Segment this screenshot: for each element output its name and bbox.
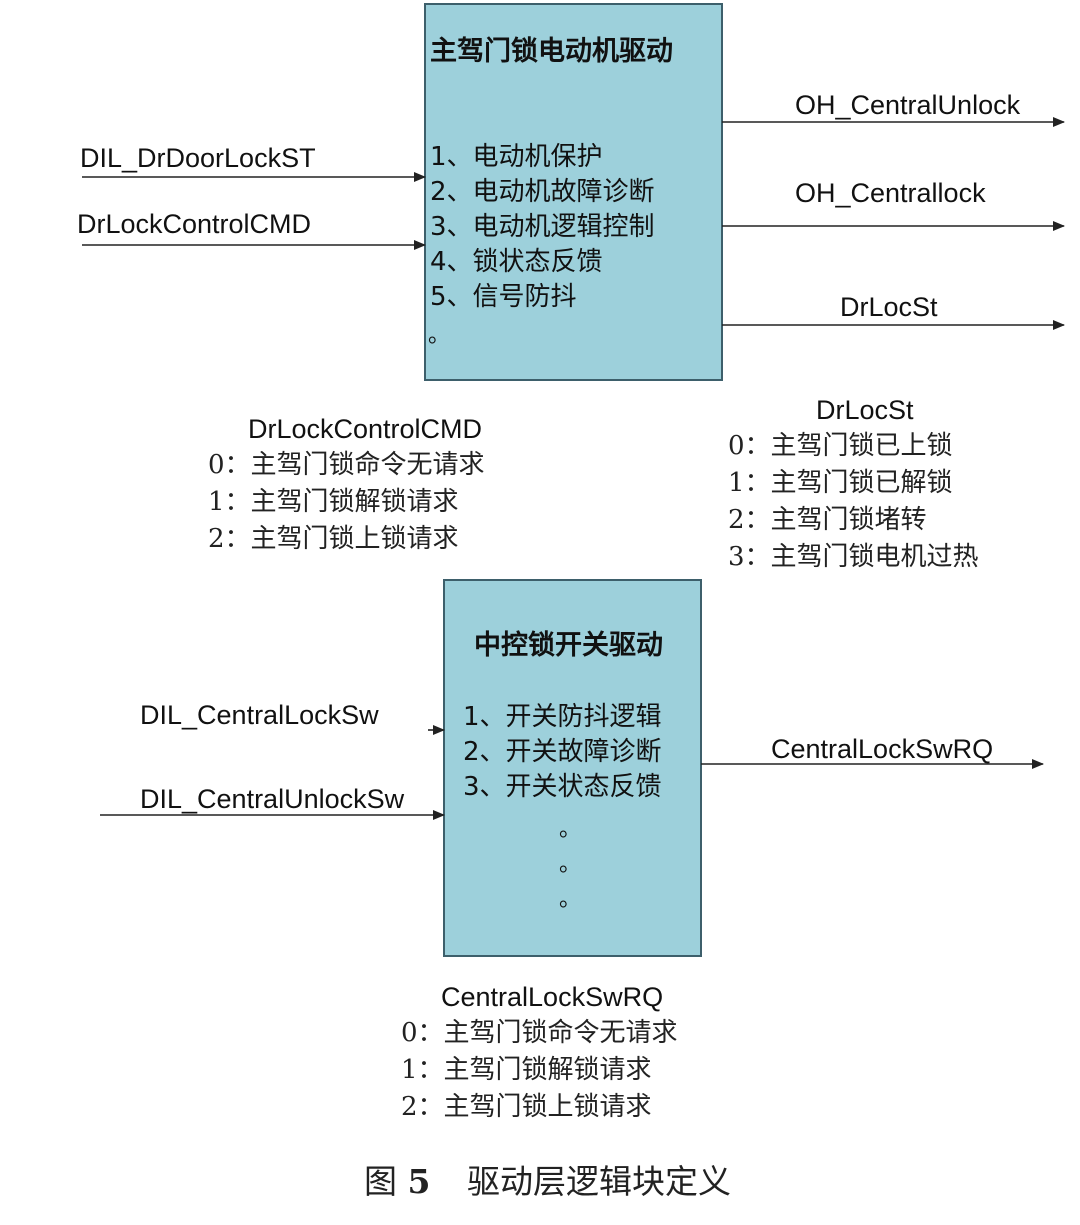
switch-block-title: 中控锁开关驱动 xyxy=(474,630,663,661)
legend-swrq-line-0: 0：主驾门锁命令无请求 xyxy=(401,1018,678,1048)
signal-label-oh-centralunlock: OH_CentralUnlock xyxy=(795,90,1021,120)
legend-cmd-line-2: 2：主驾门锁上锁请求 xyxy=(208,524,459,554)
signal-label-centrallockswrq: CentralLockSwRQ xyxy=(771,734,994,764)
legend-locst-title: DrLocSt xyxy=(816,395,914,425)
legend-swrq-title: CentralLockSwRQ xyxy=(441,982,664,1012)
figure-caption-label: 图 xyxy=(364,1162,397,1201)
motor-block-item-3: 3、电动机逻辑控制 xyxy=(430,212,655,242)
motor-block-item-4: 4、锁状态反馈 xyxy=(430,247,603,277)
motor-block-item-1: 1、电动机保护 xyxy=(430,142,603,172)
motor-block-title: 主驾门锁电动机驱动 xyxy=(430,36,673,67)
signal-label-dil-centralunlocksw: DIL_CentralUnlockSw xyxy=(140,784,405,814)
switch-block-dot-2: 。 xyxy=(559,852,582,877)
legend-locst-line-0: 0：主驾门锁已上锁 xyxy=(728,431,953,461)
legend-locst-line-2: 2：主驾门锁堵转 xyxy=(728,505,927,535)
switch-block-dot-3: 。 xyxy=(559,887,582,912)
figure-caption-number: 5 xyxy=(407,1162,431,1201)
switch-block-dot-1: 。 xyxy=(559,817,582,842)
signal-label-drlocst: DrLocSt xyxy=(840,292,938,322)
legend-cmd-line-1: 1：主驾门锁解锁请求 xyxy=(208,487,459,517)
signal-label-oh-centrallock: OH_Centrallock xyxy=(795,178,986,208)
signal-label-drlockcontrolcmd: DrLockControlCMD xyxy=(77,209,312,239)
switch-driver-block xyxy=(443,579,702,957)
motor-block-item-5: 5、信号防抖 xyxy=(430,282,577,312)
signal-label-dil-centrallocksw: DIL_CentralLockSw xyxy=(140,700,379,730)
legend-cmd-line-0: 0：主驾门锁命令无请求 xyxy=(208,450,485,480)
legend-cmd-title: DrLockControlCMD xyxy=(248,414,483,444)
motor-driver-block xyxy=(424,3,723,381)
legend-locst-line-1: 1：主驾门锁已解锁 xyxy=(728,468,953,498)
switch-block-item-3: 3、开关状态反馈 xyxy=(463,772,662,802)
switch-block-item-1: 1、开关防抖逻辑 xyxy=(463,702,662,732)
motor-block-ellipsis: 。 xyxy=(428,323,451,348)
legend-swrq-line-1: 1：主驾门锁解锁请求 xyxy=(401,1055,652,1085)
legend-locst-line-3: 3：主驾门锁电机过热 xyxy=(728,542,979,572)
signal-label-dil-drdoorlockst: DIL_DrDoorLockST xyxy=(80,143,316,173)
switch-block-item-2: 2、开关故障诊断 xyxy=(463,737,662,767)
motor-block-item-2: 2、电动机故障诊断 xyxy=(430,177,655,207)
figure-caption: 图 5 驱动层逻辑块定义 xyxy=(364,1165,731,1198)
figure-caption-text: 驱动层逻辑块定义 xyxy=(466,1162,731,1201)
legend-swrq-line-2: 2：主驾门锁上锁请求 xyxy=(401,1092,652,1122)
